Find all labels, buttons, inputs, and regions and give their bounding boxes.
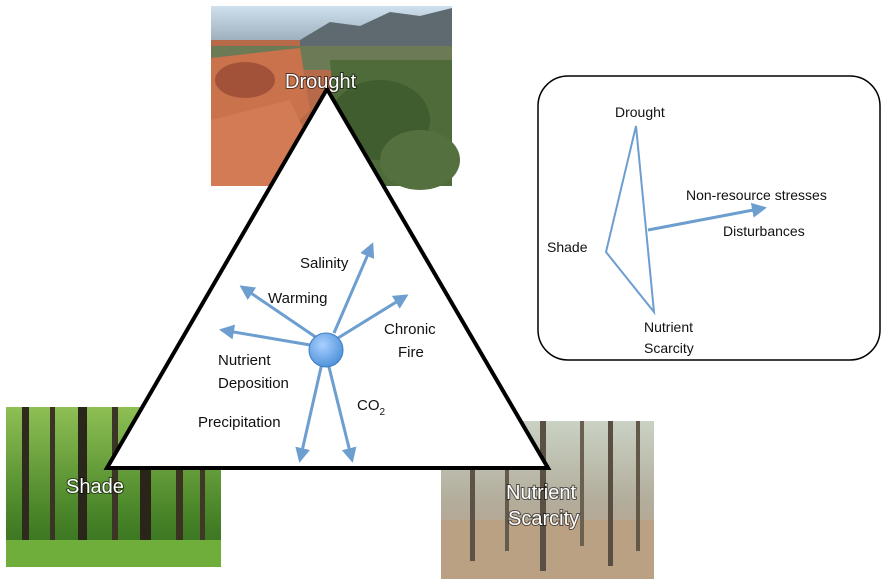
arrow-precipitation [295, 362, 324, 463]
arrow-warming [239, 285, 321, 342]
label-warming: Warming [268, 290, 327, 307]
corner-label-nutrient: Nutrient [506, 482, 576, 504]
stress-triangle [103, 85, 552, 470]
shade-photo [6, 407, 221, 567]
inset-label-shade: Shade [547, 239, 588, 255]
arrow-salinity [332, 242, 375, 334]
factor-arrows [219, 242, 409, 463]
inset-label-disturbances: Disturbances [723, 223, 805, 239]
label-precipitation: Precipitation [198, 414, 281, 431]
label-fire: Fire [398, 344, 424, 361]
arrow-chronic-fire [337, 294, 409, 340]
corner-label-shade: Shade [66, 476, 124, 498]
label-co2: CO2 [357, 397, 386, 418]
arrow-nutrient-deposition [219, 324, 317, 348]
arrow-co2 [326, 362, 357, 463]
label-salinity: Salinity [300, 255, 349, 272]
drought-photo [211, 6, 460, 190]
inset-triangle [604, 125, 656, 316]
label-chronic: Chronic [384, 321, 436, 338]
label-nutrient-deposition-1: Nutrient [218, 352, 271, 369]
inset-label-non-resource: Non-resource stresses [686, 187, 827, 203]
inset-label-scarcity: Scarcity [644, 340, 694, 356]
corner-label-scarcity: Scarcity [508, 508, 579, 530]
inset-label-drought: Drought [615, 104, 665, 120]
label-nutrient-deposition-2: Deposition [218, 375, 289, 392]
inset-arrow [647, 202, 767, 232]
corner-label-drought: Drought [285, 71, 357, 93]
inset-label-nutrient: Nutrient [644, 319, 693, 335]
center-node [308, 332, 344, 368]
